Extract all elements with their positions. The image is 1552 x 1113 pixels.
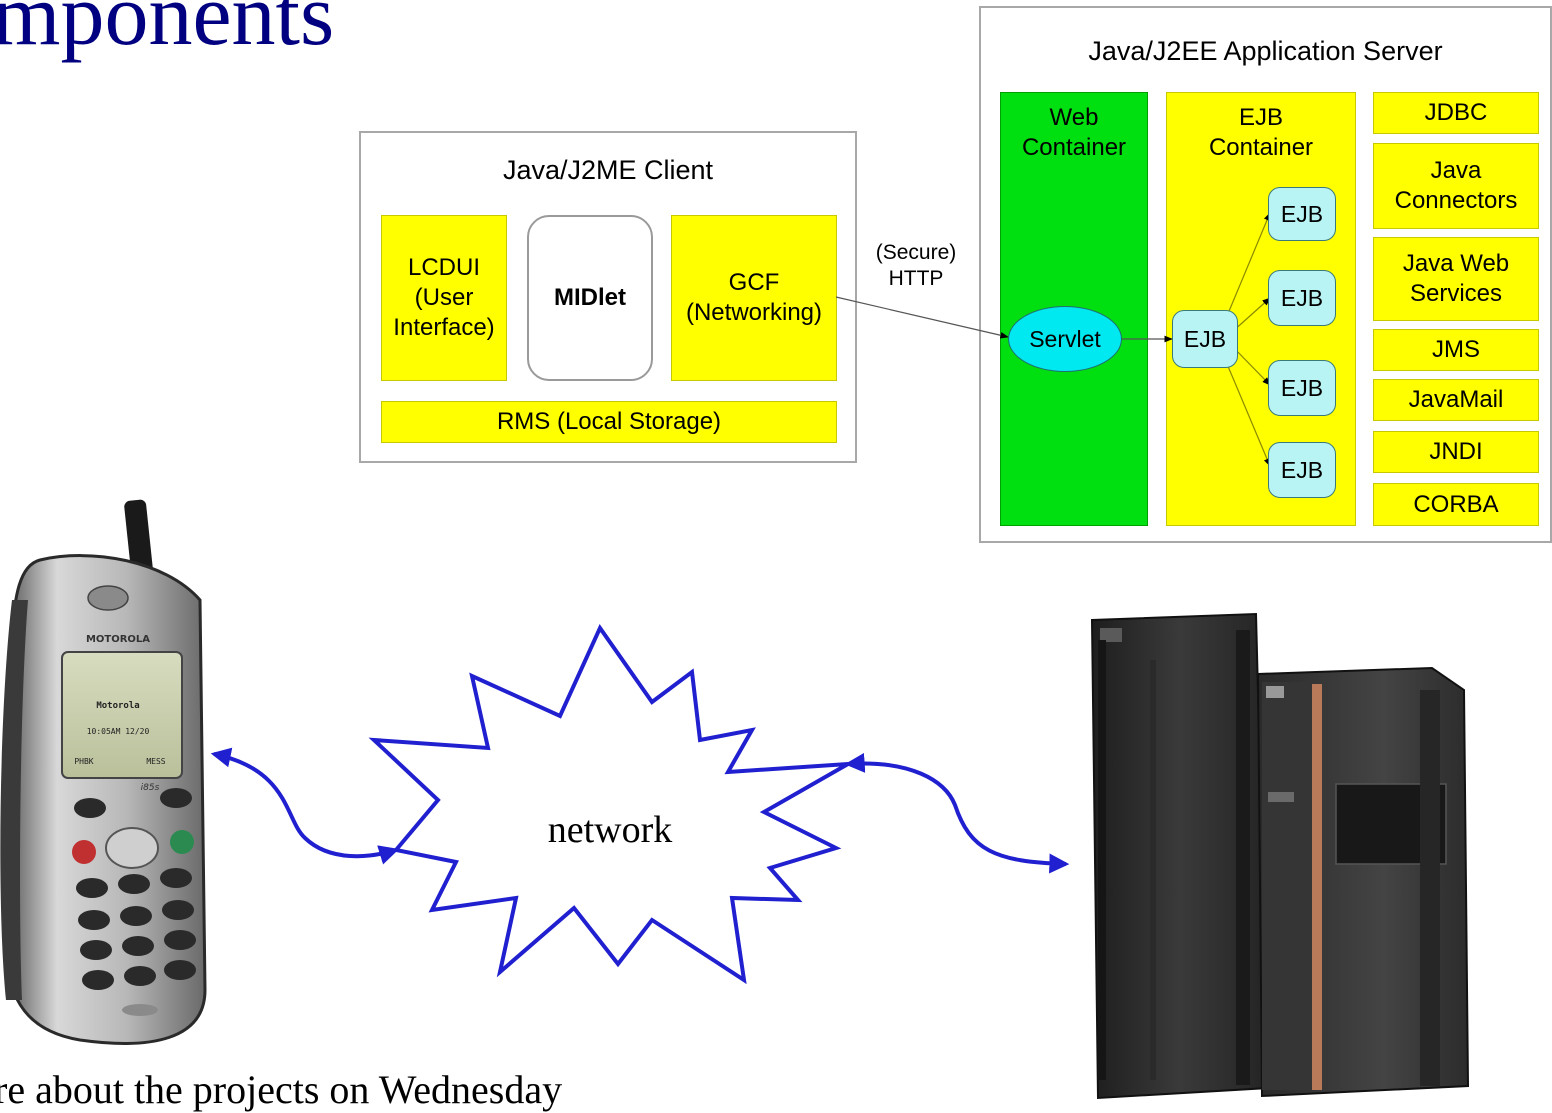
- j2ee-server-panel: Java/J2EE Application Server Web Contain…: [979, 6, 1552, 543]
- service-jndi: JNDI: [1373, 431, 1539, 473]
- client-panel-title: Java/J2ME Client: [502, 155, 714, 185]
- midlet-box: MIDlet: [527, 215, 653, 381]
- http-label: (Secure) HTTP: [875, 241, 957, 291]
- ejb-fanout-arrows: [1221, 212, 1271, 467]
- phone-softkey-right: MESS: [146, 757, 165, 766]
- slide-footer-text: re about the projects on Wednesday: [0, 1067, 563, 1112]
- servlet-node: Servlet: [1008, 306, 1122, 372]
- network-label: network: [547, 809, 673, 851]
- service-javamail: JavaMail: [1373, 379, 1539, 421]
- network-cloud: [368, 623, 849, 985]
- lcdui-box: LCDUI (User Interface): [381, 215, 507, 381]
- ejb-main-node: EJB: [1172, 310, 1238, 368]
- phone-image: MOTOROLA Motorola 10:05AM 12/20 PHBK MES…: [0, 499, 207, 1045]
- service-java-web-services: Java Web Services: [1373, 237, 1539, 321]
- ejb-node-4: EJB: [1268, 442, 1336, 498]
- phone-screen-name: Motorola: [96, 701, 139, 711]
- slide-title: mponents: [0, 0, 335, 64]
- ejb-node-1: EJB: [1268, 187, 1336, 241]
- phone-brand: MOTOROLA: [86, 634, 150, 645]
- network-mainframe-arrow: [844, 752, 1070, 874]
- service-java-connectors: Java Connectors: [1373, 143, 1539, 229]
- phone-network-arrow: [210, 747, 400, 865]
- ejb-node-3: EJB: [1268, 360, 1336, 416]
- server-panel-title: Java/J2EE Application Server: [1088, 36, 1443, 66]
- ejb-node-2: EJB: [1268, 270, 1336, 326]
- service-corba: CORBA: [1373, 483, 1539, 526]
- phone-model: i85s: [141, 783, 160, 793]
- j2me-client-panel: Java/J2ME Client LCDUI (User Interface) …: [359, 131, 857, 463]
- phone-screen-time: 10:05AM 12/20: [87, 727, 150, 736]
- phone-softkey-left: PHBK: [74, 757, 93, 766]
- service-jms: JMS: [1373, 329, 1539, 371]
- http-connector-arrow: [835, 296, 1009, 339]
- mainframe-image: [1090, 612, 1470, 1100]
- rms-box: RMS (Local Storage): [381, 401, 837, 443]
- gcf-box: GCF (Networking): [671, 215, 837, 381]
- service-jdbc: JDBC: [1373, 92, 1539, 134]
